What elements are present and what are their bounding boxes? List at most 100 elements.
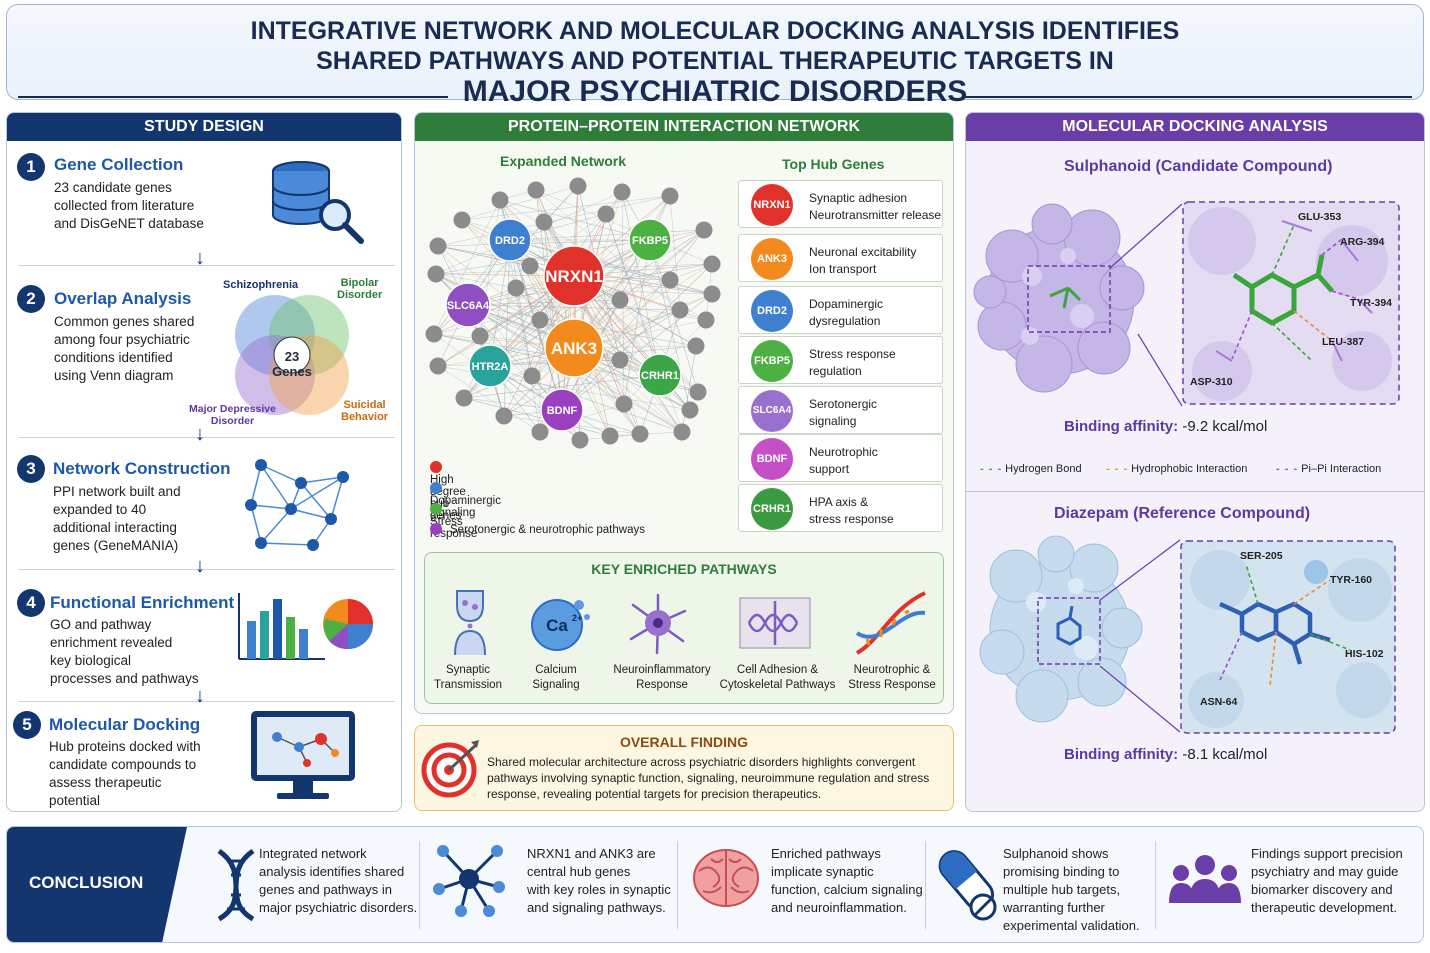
- step-separator: [19, 701, 395, 702]
- ppi-edge: [619, 299, 699, 393]
- step-2-title: Overlap Analysis: [54, 289, 192, 308]
- people-icon: [1169, 855, 1241, 903]
- ppi-edge: [509, 239, 713, 295]
- hub-badge: CRHR1: [751, 488, 793, 530]
- ppi-edge: [535, 189, 681, 311]
- ppi-node: [611, 351, 629, 369]
- legend-dot-blue: [430, 482, 442, 494]
- conclusion-divider: [925, 841, 926, 929]
- protein-surface-2: [979, 535, 1143, 723]
- zoom-lines-2: [1100, 539, 1181, 733]
- finding-text: Shared molecular architecture across psy…: [487, 755, 930, 801]
- ppi-node: [507, 279, 525, 297]
- ppi-node: [427, 265, 445, 283]
- compound1-title: Sulphanoid (Candidate Compound): [1064, 158, 1333, 175]
- conclusion-label-bg: [7, 827, 187, 942]
- ppi-node: [697, 311, 715, 329]
- title-line-2: SHARED PATHWAYS AND POTENTIAL THERAPEUTI…: [316, 47, 1114, 75]
- ppi-hub-node-drd2: [488, 218, 532, 262]
- hbond-line-icon: - - -: [980, 463, 1003, 475]
- step-1-title: Gene Collection: [54, 155, 184, 174]
- step-3-number: 3: [17, 455, 45, 483]
- ppi-edge: [463, 397, 611, 437]
- database-icon: [272, 161, 364, 244]
- ppi-edge: [681, 345, 697, 433]
- ppi-edge: [489, 365, 683, 433]
- ppi-node: [671, 301, 689, 319]
- ppi-hub-label: NRXN1: [545, 267, 603, 286]
- dock-divider: [966, 491, 1424, 492]
- conclusion-label: CONCLUSION: [29, 873, 144, 892]
- ppi-node: [429, 237, 447, 255]
- calcium-glyph: Ca: [546, 616, 568, 635]
- ppi-edge: [461, 185, 579, 221]
- conclusion-divider: [677, 841, 678, 929]
- conclusion-divider: [419, 841, 420, 929]
- hub-badge: SLC6A4: [751, 390, 793, 432]
- hub-badge: ANK3: [751, 238, 793, 280]
- ppi-hub-label: CRHR1: [641, 370, 679, 382]
- residue-label: TYR-394: [1350, 297, 1393, 309]
- ppi-edge: [529, 213, 607, 267]
- ppi-node: [453, 211, 471, 229]
- ppi-node: [687, 337, 705, 355]
- legend-dot-green: [430, 503, 442, 515]
- ppi-edge: [467, 304, 681, 311]
- venn-label-schizophrenia: Schizophrenia: [223, 279, 299, 291]
- step-5-title: Molecular Docking: [49, 715, 201, 734]
- overall-finding-box: OVERALL FINDING Shared molecular archite…: [414, 725, 954, 811]
- ppi-hub-label: BDNF: [547, 405, 578, 417]
- synapse-icon: [454, 590, 486, 656]
- residue-label: ARG-394: [1340, 236, 1385, 248]
- ppi-node: [615, 395, 633, 413]
- ppi-edge: [515, 287, 533, 377]
- residue-label: LEU-387: [1322, 336, 1365, 348]
- pathway-label: Neurotrophic &Stress Response: [848, 664, 936, 691]
- binding-affinity-2: Binding affinity: -8.1 kcal/mol: [1064, 746, 1268, 763]
- finding-title: OVERALL FINDING: [619, 734, 749, 750]
- ppi-node: [531, 311, 549, 329]
- arrow-down-icon: ↓: [195, 555, 205, 577]
- title-line-1: INTEGRATIVE NETWORK AND MOLECULAR DOCKIN…: [250, 17, 1180, 45]
- binding-site-zoom-1: [1182, 201, 1400, 405]
- ppi-node: [681, 401, 699, 419]
- legend-item: Serotonergic & neurotrophic pathways: [430, 523, 645, 536]
- network-icon: [245, 459, 349, 551]
- ppi-node: [425, 325, 443, 343]
- residue-label: ASN-64: [1200, 696, 1238, 708]
- study-design-panel: STUDY DESIGN 1 Gene Collection 23 candid…: [6, 112, 402, 812]
- ppi-edge: [437, 239, 651, 247]
- monitor-docking-icon: [251, 711, 355, 799]
- ppi-hub-node-fkbp5: [628, 218, 672, 262]
- step-5-number: 5: [13, 711, 41, 739]
- ppi-edge: [509, 239, 697, 347]
- ppi-node: [535, 213, 553, 231]
- ppi-node: [521, 257, 539, 275]
- binding-site-zoom-2: [1180, 540, 1396, 734]
- step-3-title: Network Construction: [53, 459, 231, 478]
- pathway-label: Cell Adhesion &Cytoskeletal Pathways: [719, 664, 836, 691]
- ppi-edge: [499, 199, 651, 241]
- ppi-edge: [509, 229, 705, 241]
- hub-genes-title: Top Hub Genes: [782, 156, 885, 172]
- ppi-edge: [561, 229, 705, 411]
